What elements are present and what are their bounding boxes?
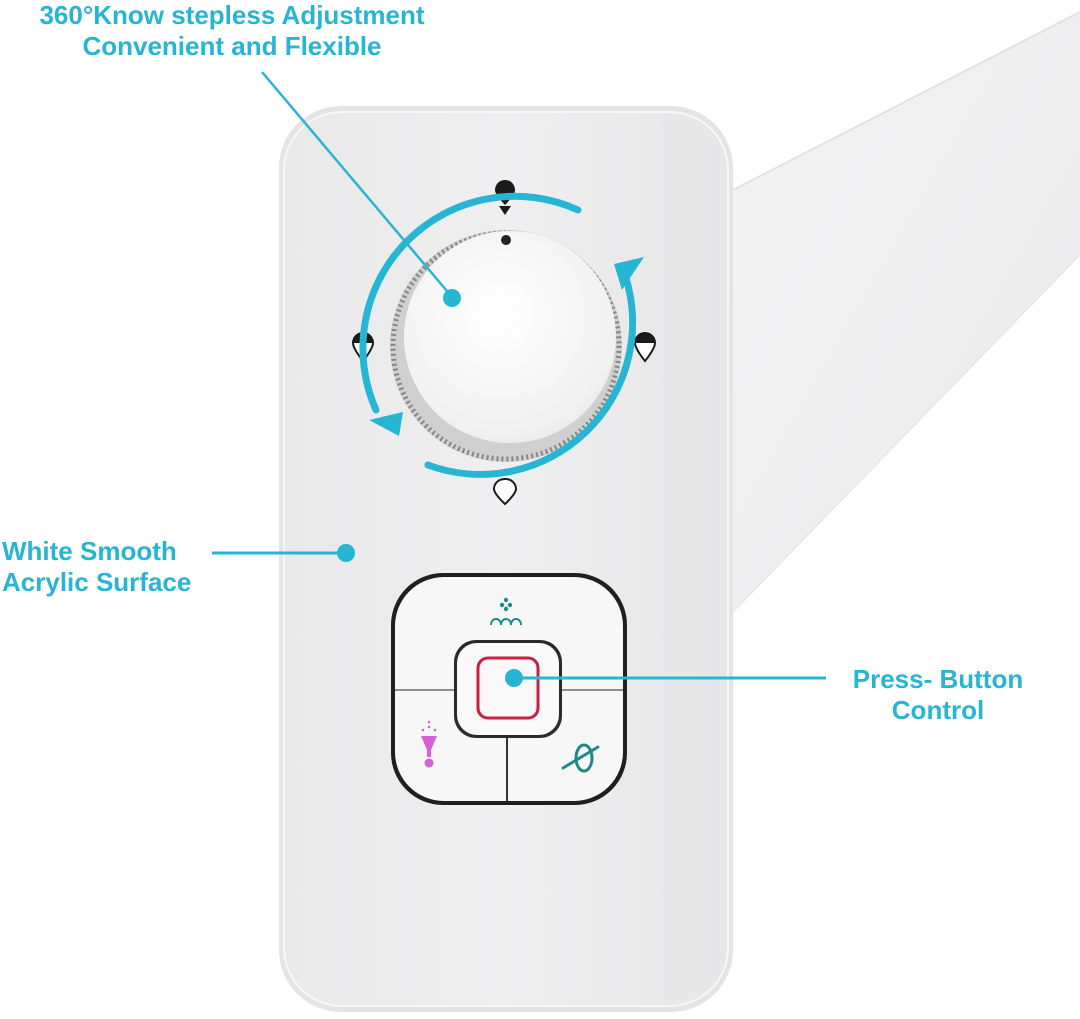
callout-knob-line [261, 71, 461, 307]
rotation-arrows-icon [359, 192, 637, 478]
drop-outline-icon [492, 477, 518, 506]
callout-buttons-line2: Control [891, 695, 985, 725]
callout-buttons-line1: Press- Button [852, 664, 1024, 694]
adjustment-knob[interactable] [390, 230, 622, 462]
callout-surface-line [212, 544, 355, 562]
callout-knob-line1: 360°Know stepless Adjustment [39, 0, 425, 30]
drop-half-right-icon [633, 331, 657, 363]
nozzle-clean-icon [561, 743, 600, 773]
button-right[interactable] [561, 743, 600, 773]
knob-position-markers [351, 180, 657, 506]
square-stop-icon [476, 656, 540, 720]
button-center[interactable] [454, 640, 562, 738]
button-left[interactable] [421, 720, 437, 768]
arrow-head-left-icon [369, 412, 403, 436]
callout-knob-label: 360°Know stepless Adjustment Convenient … [22, 0, 442, 62]
button-top[interactable] [490, 597, 522, 626]
callout-buttons-label: Press- Button Control [838, 664, 1038, 726]
callout-surface-label: White Smooth Acrylic Surface [2, 536, 222, 598]
spray-wave-icon [490, 597, 522, 626]
funnel-spray-icon [421, 720, 437, 768]
mounting-arm [732, 11, 1080, 613]
callout-surface-line1: White Smooth [2, 536, 177, 566]
callout-surface-line2: Acrylic Surface [2, 567, 192, 597]
arrow-head-right-icon [614, 257, 644, 290]
callout-buttons-line [505, 669, 826, 687]
knob-indicator-dot [501, 235, 511, 245]
callout-knob-line2: Convenient and Flexible [82, 31, 382, 61]
